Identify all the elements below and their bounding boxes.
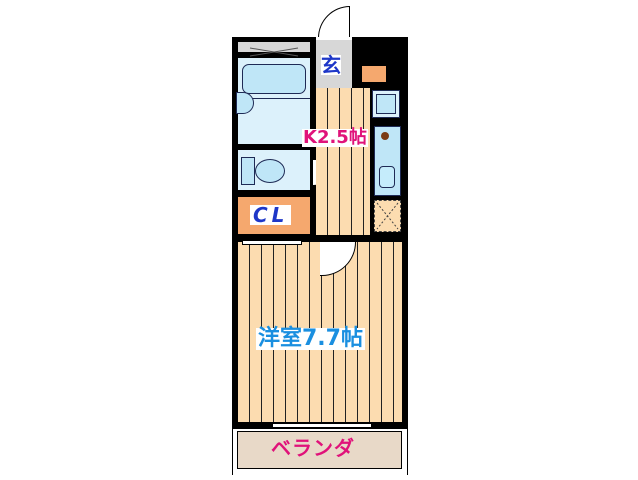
washer-cross-icon	[376, 202, 399, 230]
toilet-bowl-icon	[255, 159, 285, 183]
vent-cross-icon	[249, 47, 299, 57]
veranda-label: ベランダ	[271, 436, 355, 460]
toilet-tank-icon	[241, 157, 255, 185]
bathtub	[242, 64, 306, 94]
kitchen-sink-icon	[379, 166, 395, 188]
western-room-label: 洋室7.7帖	[256, 326, 365, 351]
kitchen	[316, 88, 370, 235]
veranda-floor	[237, 431, 402, 469]
washbasin-icon	[236, 92, 254, 114]
vent-strip	[238, 42, 310, 57]
closet-label: CL	[250, 205, 292, 225]
closet-sliding-door	[242, 240, 302, 245]
stove-burner-icon	[381, 132, 389, 140]
shoe-rack	[362, 66, 386, 82]
genkan-label: 玄	[321, 53, 341, 77]
washing-machine-space	[374, 200, 401, 232]
balcony-window	[273, 423, 371, 428]
kitchen-label: K2.5帖	[302, 127, 368, 148]
entrance-door-swing	[318, 6, 350, 38]
bath-divider	[238, 98, 310, 99]
refrigerator-inner	[376, 94, 396, 114]
